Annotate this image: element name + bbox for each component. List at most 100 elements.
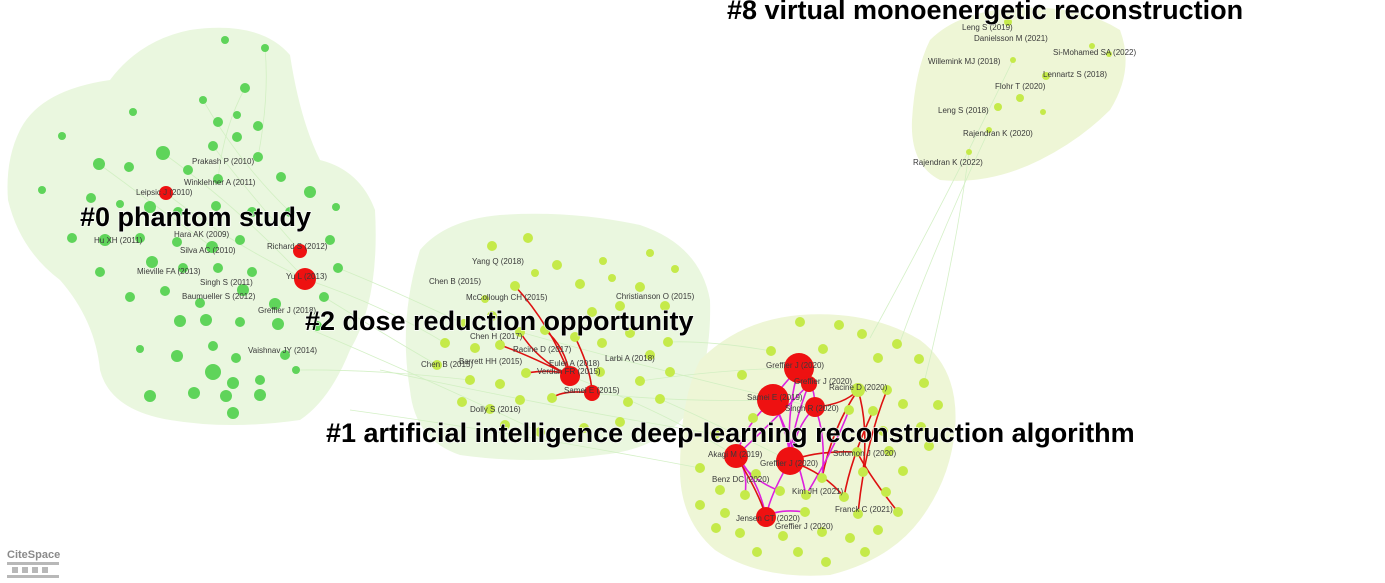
reference-node[interactable] — [86, 193, 96, 203]
burst-node[interactable] — [724, 444, 748, 468]
reference-node[interactable] — [587, 307, 597, 317]
reference-node[interactable] — [213, 117, 223, 127]
reference-node[interactable] — [795, 317, 805, 327]
reference-node[interactable] — [851, 383, 865, 397]
reference-node[interactable] — [211, 201, 221, 211]
reference-node[interactable] — [255, 375, 265, 385]
reference-node[interactable] — [247, 267, 257, 277]
reference-node[interactable] — [966, 149, 972, 155]
reference-node[interactable] — [272, 318, 284, 330]
reference-node[interactable] — [540, 325, 550, 335]
reference-node[interactable] — [495, 340, 505, 350]
reference-node[interactable] — [599, 257, 607, 265]
reference-node[interactable] — [206, 241, 218, 253]
reference-node[interactable] — [1040, 109, 1046, 115]
reference-node[interactable] — [280, 350, 290, 360]
reference-node[interactable] — [205, 364, 221, 380]
reference-node[interactable] — [521, 368, 531, 378]
reference-node[interactable] — [332, 203, 340, 211]
reference-node[interactable] — [325, 235, 335, 245]
reference-node[interactable] — [720, 508, 730, 518]
reference-node[interactable] — [124, 162, 134, 172]
reference-node[interactable] — [285, 207, 295, 217]
reference-node[interactable] — [597, 338, 607, 348]
reference-node[interactable] — [623, 397, 633, 407]
reference-node[interactable] — [253, 121, 263, 131]
reference-node[interactable] — [1042, 72, 1050, 80]
reference-node[interactable] — [852, 447, 862, 457]
reference-node[interactable] — [432, 360, 442, 370]
reference-node[interactable] — [129, 108, 137, 116]
reference-node[interactable] — [663, 337, 673, 347]
reference-node[interactable] — [183, 165, 193, 175]
reference-node[interactable] — [178, 263, 188, 273]
reference-node[interactable] — [665, 367, 675, 377]
reference-node[interactable] — [570, 332, 580, 342]
reference-node[interactable] — [510, 281, 520, 291]
reference-node[interactable] — [933, 400, 943, 410]
burst-node[interactable] — [584, 385, 600, 401]
burst-node[interactable] — [756, 507, 776, 527]
reference-node[interactable] — [821, 557, 831, 567]
reference-node[interactable] — [160, 286, 170, 296]
reference-node[interactable] — [237, 284, 249, 296]
reference-node[interactable] — [247, 207, 257, 217]
reference-node[interactable] — [261, 44, 269, 52]
reference-node[interactable] — [873, 353, 883, 363]
reference-node[interactable] — [174, 315, 186, 327]
reference-node[interactable] — [487, 241, 497, 251]
reference-node[interactable] — [93, 158, 105, 170]
reference-node[interactable] — [817, 473, 827, 483]
reference-node[interactable] — [882, 385, 892, 395]
burst-node[interactable] — [776, 447, 804, 475]
reference-node[interactable] — [173, 207, 183, 217]
burst-node[interactable] — [805, 397, 825, 417]
reference-node[interactable] — [898, 399, 908, 409]
reference-node[interactable] — [1089, 43, 1095, 49]
burst-node[interactable] — [784, 353, 814, 383]
reference-node[interactable] — [144, 390, 156, 402]
reference-node[interactable] — [1010, 57, 1016, 63]
reference-node[interactable] — [319, 292, 329, 302]
reference-node[interactable] — [500, 420, 510, 430]
reference-node[interactable] — [67, 233, 77, 243]
reference-node[interactable] — [615, 417, 625, 427]
reference-node[interactable] — [188, 387, 200, 399]
reference-node[interactable] — [269, 298, 281, 310]
reference-node[interactable] — [171, 350, 183, 362]
reference-node[interactable] — [817, 527, 827, 537]
reference-node[interactable] — [834, 320, 844, 330]
reference-node[interactable] — [800, 507, 810, 517]
reference-node[interactable] — [231, 353, 241, 363]
reference-node[interactable] — [857, 329, 867, 339]
reference-node[interactable] — [695, 463, 705, 473]
burst-node[interactable] — [757, 384, 789, 416]
reference-node[interactable] — [495, 379, 505, 389]
reference-node[interactable] — [655, 394, 665, 404]
reference-node[interactable] — [737, 370, 747, 380]
burst-node[interactable] — [159, 186, 173, 200]
reference-node[interactable] — [292, 366, 300, 374]
reference-node[interactable] — [914, 354, 924, 364]
reference-node[interactable] — [818, 344, 828, 354]
reference-node[interactable] — [924, 441, 934, 451]
reference-node[interactable] — [1106, 51, 1112, 57]
reference-node[interactable] — [254, 389, 266, 401]
reference-node[interactable] — [312, 321, 322, 331]
reference-node[interactable] — [440, 338, 450, 348]
reference-node[interactable] — [58, 132, 66, 140]
reference-node[interactable] — [227, 377, 239, 389]
reference-node[interactable] — [95, 267, 105, 277]
reference-node[interactable] — [470, 343, 480, 353]
reference-node[interactable] — [136, 345, 144, 353]
burst-node[interactable] — [293, 244, 307, 258]
reference-node[interactable] — [125, 292, 135, 302]
reference-node[interactable] — [253, 152, 263, 162]
reference-node[interactable] — [195, 298, 205, 308]
reference-node[interactable] — [116, 200, 124, 208]
reference-node[interactable] — [235, 317, 245, 327]
reference-node[interactable] — [38, 186, 46, 194]
reference-node[interactable] — [276, 172, 286, 182]
reference-node[interactable] — [844, 405, 854, 415]
reference-node[interactable] — [916, 422, 926, 432]
